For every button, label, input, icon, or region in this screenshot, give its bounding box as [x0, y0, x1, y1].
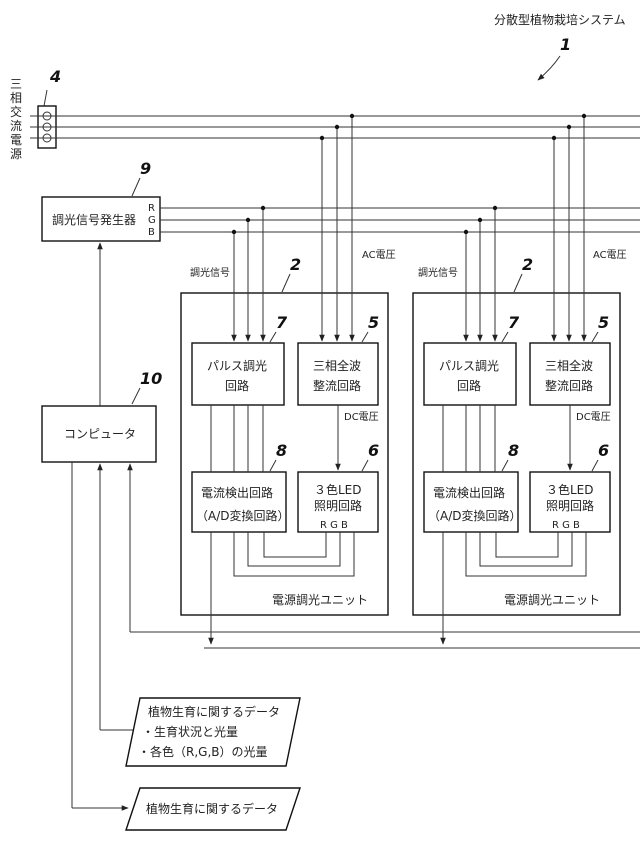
power-ref: 4	[49, 67, 61, 86]
power-label: 三 相 交 流 電 源	[10, 77, 26, 161]
unit-1-led-ref: 6	[368, 441, 379, 460]
unit-2-dc-label: DC電圧	[576, 411, 611, 423]
power-label-char-2: 相	[10, 91, 22, 105]
unit-2-detect-line1: 電流検出回路	[433, 485, 505, 500]
unit-1-rect-ref: 5	[368, 313, 379, 332]
power-dimmer-unit-1: 2 調光信号 AC電圧 パルス調光 回路 7 三相全波 整流回路 5 DC電圧 …	[180, 113, 396, 645]
gen-g: G	[148, 215, 156, 226]
unit-2-name: 電源調光ユニット	[504, 593, 600, 607]
unit-1-pulse-circuit	[191, 342, 285, 406]
unit-2-dim-signal-label: 調光信号	[418, 266, 458, 279]
unit-1-led-line2: 照明回路	[314, 498, 362, 513]
unit-2-led-line2: 照明回路	[546, 498, 594, 513]
power-label-char-1: 三	[10, 77, 22, 91]
data-in-item2: ・各色（R,G,B）の光量	[138, 744, 268, 759]
unit-1-name: 電源調光ユニット	[272, 593, 368, 607]
unit-1-pulse-line1: パルス調光	[207, 359, 267, 373]
system-title: 分散型植物栽培システム	[494, 12, 626, 27]
data-in-title: 植物生育に関するデータ	[148, 704, 280, 719]
plant-data-output-box	[125, 787, 301, 831]
unit-1-rect-line2: 整流回路	[313, 378, 361, 393]
dimmer-generator-box	[41, 196, 161, 242]
unit-2-rectifier	[529, 342, 611, 406]
gen-b: B	[148, 227, 155, 238]
unit-1-led-rgb: R G B	[320, 520, 348, 531]
unit-1-rectifier	[297, 342, 379, 406]
computer-label: コンピュータ	[64, 427, 136, 441]
system-ref: 1	[560, 35, 571, 54]
plant-data-input-box	[125, 697, 301, 767]
generator-ref-leader	[131, 177, 141, 197]
unit-1-detect-ref: 8	[276, 441, 287, 460]
unit-1-dc-label: DC電圧	[344, 411, 379, 423]
unit-1-ac-label: AC電圧	[362, 249, 396, 261]
generator-ref: 9	[140, 159, 151, 178]
unit-1-detect-line2: （A/D変換回路）	[196, 508, 290, 523]
unit-1-ref: 2	[290, 255, 301, 274]
unit-2-led-rgb: R G B	[552, 520, 580, 531]
power-label-char-4: 流	[10, 119, 22, 133]
unit-2-detect-ref: 8	[508, 441, 519, 460]
gen-r: R	[148, 203, 155, 214]
power-ref-leader	[43, 89, 48, 107]
power-label-char-3: 交	[10, 104, 22, 119]
unit-1-detect-line1: 電流検出回路	[201, 485, 273, 500]
unit-2-pulse-line2: 回路	[457, 378, 481, 393]
unit-2-pulse-line1: パルス調光	[439, 359, 499, 373]
unit-2-rect-ref: 5	[598, 313, 609, 332]
dimmer-generator-label: 調光信号発生器	[52, 213, 136, 227]
unit-2-ref: 2	[522, 255, 533, 274]
unit-1-dim-signal-label: 調光信号	[190, 266, 230, 279]
unit-1-pulse-line2: 回路	[225, 378, 249, 393]
power-dimmer-unit-2: 2 調光信号 AC電圧 パルス調光 回路 7 三相全波 整流回路 5 DC電圧 …	[412, 113, 627, 645]
unit-2-rect-line1: 三相全波	[545, 358, 593, 373]
unit-2-detect-line2: （A/D変換回路）	[428, 508, 522, 523]
unit-2-rect-line2: 整流回路	[545, 378, 593, 393]
power-label-char-5: 電	[10, 133, 22, 147]
unit-1-current-detector	[191, 471, 287, 533]
unit-2-led-ref: 6	[598, 441, 609, 460]
unit-2-pulse-circuit	[423, 342, 517, 406]
unit-2-current-detector	[423, 471, 519, 533]
unit-1-led-circuit	[297, 471, 379, 533]
computer-ref: 10	[140, 369, 162, 388]
unit-2-pulse-ref: 7	[508, 313, 520, 332]
system-pointer	[537, 55, 561, 81]
data-in-item1: ・生育状況と光量	[142, 724, 238, 739]
unit-2-led-line1: ３色LED	[546, 483, 594, 497]
computer-box	[41, 405, 157, 463]
unit-1-pulse-ref: 7	[276, 313, 288, 332]
computer-ref-leader	[131, 387, 141, 405]
unit-2-ac-label: AC電圧	[593, 249, 627, 261]
unit-2-led-circuit	[529, 471, 611, 533]
unit-1-rect-line1: 三相全波	[313, 358, 361, 373]
power-label-char-6: 源	[10, 147, 22, 161]
unit-1-led-line1: ３色LED	[314, 483, 362, 497]
data-out-title: 植物生育に関するデータ	[146, 801, 278, 816]
